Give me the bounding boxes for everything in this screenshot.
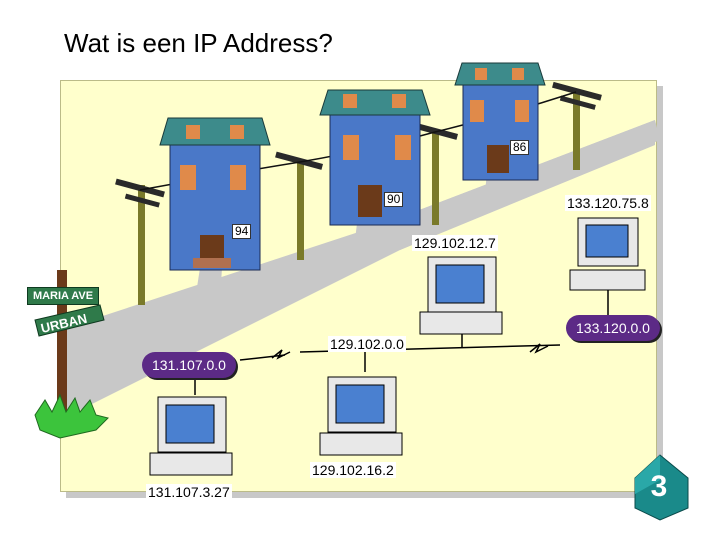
host-label-middle-upper: 129.102.12.7	[412, 235, 498, 251]
computer-icon	[569, 217, 646, 291]
grass-icon	[34, 393, 109, 439]
house-icon	[319, 89, 431, 226]
host-label-bottom-left: 131.107.3.27	[146, 484, 232, 500]
host-label-middle-lower: 129.102.16.2	[310, 462, 396, 478]
house-number-left: 94	[232, 224, 252, 239]
road-right	[380, 120, 655, 250]
utility-pole-icon	[410, 121, 458, 225]
computer-icon	[319, 376, 403, 456]
host-label-top-right: 133.120.75.8	[565, 195, 651, 211]
slide-number: 3	[650, 470, 668, 503]
house-icon	[454, 62, 546, 181]
network-label-right: 133.120.0.0	[566, 315, 660, 341]
driveway-left	[195, 268, 222, 300]
network-label-middle: 129.102.0.0	[328, 336, 406, 352]
network-label-left: 131.107.0.0	[142, 352, 236, 378]
utility-pole-icon	[552, 81, 602, 170]
house-icon	[159, 117, 271, 271]
computer-icon	[149, 396, 233, 476]
slide-title: Wat is een IP Address?	[64, 28, 333, 58]
house-number-middle: 90	[384, 192, 404, 207]
utility-pole-icon	[275, 151, 323, 260]
computer-icon	[419, 256, 503, 335]
street-sign-name: MARIA AVE	[27, 287, 99, 305]
utility-pole-icon	[115, 178, 165, 305]
house-number-right: 86	[510, 140, 530, 155]
slide-number-badge	[634, 454, 689, 521]
